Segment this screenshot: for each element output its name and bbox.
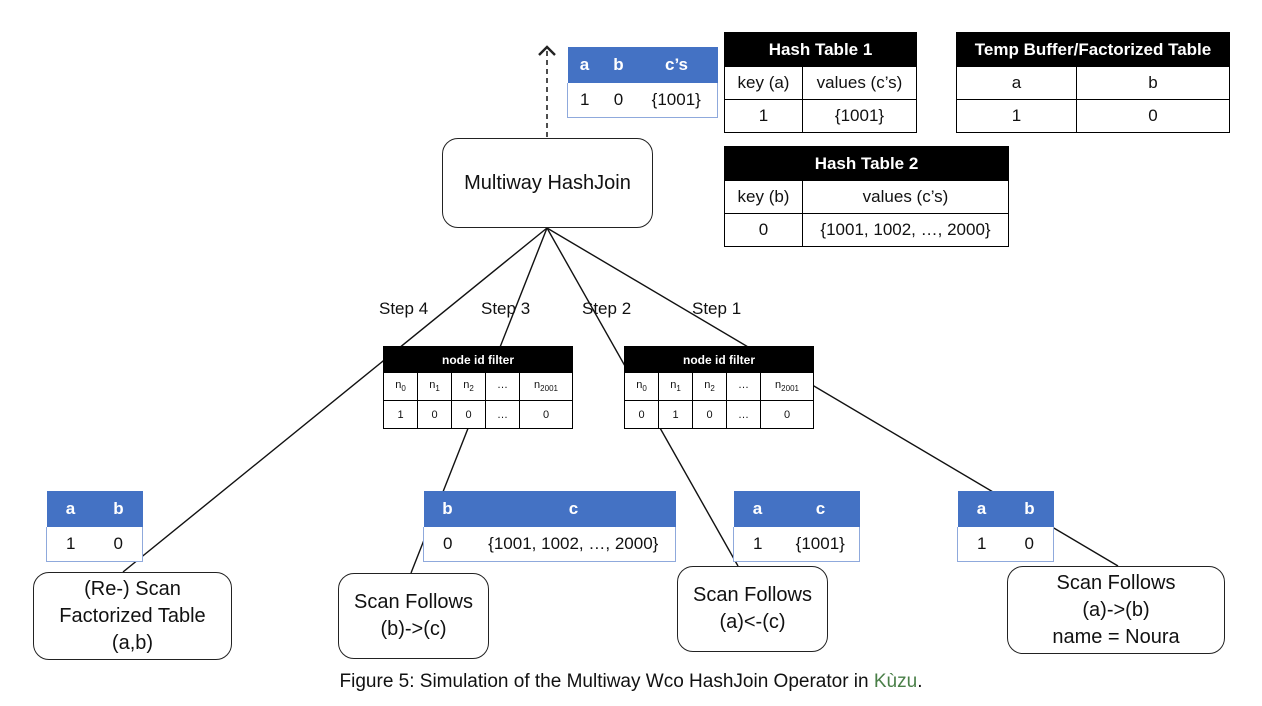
scan-line: name = Noura <box>1052 625 1180 648</box>
filter-left-value: 0 <box>518 400 574 429</box>
temp-buffer-cell-a: 1 <box>956 99 1077 133</box>
tuple-header: b <box>423 491 472 527</box>
hash-table-1-key-header: key (a) <box>724 66 803 100</box>
filter-right-header-n2: n2 <box>692 372 727 401</box>
scan-line: (a)->(b) <box>1082 598 1150 621</box>
hash-table-2-title: Hash Table 2 <box>724 146 1009 181</box>
tuple-cell: 0 <box>1005 527 1054 562</box>
filter-right-value: 0 <box>624 400 659 429</box>
scan-line: (Re-) Scan <box>84 577 181 600</box>
filter-right-value: … <box>726 400 761 429</box>
scan-line: (b)->(c) <box>380 618 447 640</box>
scan-follows-a-c-operator: Scan Follows (a)<-(c) <box>677 566 828 652</box>
hash-table-2-values-header: values (c’s) <box>802 180 1009 214</box>
filter-left-value: … <box>485 400 520 429</box>
hash-table-2-key-header: key (b) <box>724 180 803 214</box>
step-2-label: Step 2 <box>582 299 632 318</box>
step-4-label: Step 4 <box>379 299 429 318</box>
tuple-header: a <box>46 491 95 527</box>
temp-buffer-title: Temp Buffer/Factorized Table <box>956 32 1230 67</box>
scan-follows-a-b-operator: Scan Follows (a)->(b) name = Noura <box>1007 566 1225 654</box>
filter-right-value: 0 <box>692 400 727 429</box>
scan-factorized-table-operator: (Re-) Scan Factorized Table (a,b) <box>33 572 232 660</box>
filter-right-value: 1 <box>658 400 693 429</box>
filter-right-header-n2001: n2001 <box>759 372 815 401</box>
step-1-label: Step 1 <box>692 299 742 318</box>
scan-line: (a)<-(c) <box>719 611 786 633</box>
filter-right-header-n1: n1 <box>658 372 693 401</box>
scan-line: (a,b) <box>111 631 154 654</box>
caption-text: Figure 5: Simulation of the Multiway Wco… <box>339 671 874 692</box>
output-header-c: c’s <box>635 47 718 83</box>
scan-line: Scan Follows <box>693 584 812 606</box>
tuple-table-scan-factorized: a b 1 0 <box>46 491 143 562</box>
tuple-header: b <box>1005 491 1054 527</box>
tuple-cell: {1001} <box>781 527 860 562</box>
scan-line: Scan Follows <box>354 591 473 613</box>
tuple-cell: 1 <box>46 527 95 562</box>
tuple-table-scan-a-b: a b 1 0 <box>957 491 1054 562</box>
tuple-cell: 1 <box>733 527 782 562</box>
node-id-filter-left: node id filter n0 n1 n2 … n2001 1 0 0 … … <box>382 346 574 429</box>
filter-left-header-n2: n2 <box>451 372 486 401</box>
tuple-cell: 1 <box>957 527 1006 562</box>
temp-buffer-table: Temp Buffer/Factorized Table a b 1 0 <box>956 32 1230 133</box>
output-header-b: b <box>601 47 636 83</box>
operator-label: Multiway HashJoin <box>464 171 631 194</box>
hash-table-1-key: 1 <box>724 99 803 133</box>
hash-table-1-values-header: values (c’s) <box>802 66 917 100</box>
multiway-hashjoin-operator: Multiway HashJoin <box>442 138 653 228</box>
tuple-cell: 0 <box>94 527 143 562</box>
figure-caption: Figure 5: Simulation of the Multiway Wco… <box>0 671 1262 693</box>
filter-left-header-ellipsis: … <box>485 372 520 401</box>
filter-right-value: 0 <box>759 400 815 429</box>
node-id-filter-right: node id filter n0 n1 n2 … n2001 0 1 0 … … <box>623 346 815 429</box>
hash-table-1-values: {1001} <box>802 99 917 133</box>
edge-step-4 <box>122 227 548 573</box>
tuple-header: c <box>781 491 860 527</box>
filter-left-value: 0 <box>451 400 486 429</box>
tuple-header: c <box>471 491 676 527</box>
filter-left-value: 1 <box>383 400 418 429</box>
tuple-cell: 0 <box>423 527 472 562</box>
output-header-a: a <box>567 47 602 83</box>
step-3-label: Step 3 <box>481 299 531 318</box>
tuple-table-scan-a-c: a c 1 {1001} <box>733 491 860 562</box>
filter-left-header-n2001: n2001 <box>518 372 574 401</box>
tuple-cell: {1001, 1002, …, 2000} <box>471 527 676 562</box>
filter-left-title: node id filter <box>382 346 574 373</box>
tuple-table-scan-b-c: b c 0 {1001, 1002, …, 2000} <box>423 491 676 562</box>
output-tuple-table: a b c’s 1 0 {1001} <box>567 47 718 118</box>
filter-right-header-ellipsis: … <box>726 372 761 401</box>
temp-buffer-cell-b: 0 <box>1076 99 1230 133</box>
scan-follows-b-c-operator: Scan Follows (b)->(c) <box>338 573 489 659</box>
temp-buffer-header-a: a <box>956 66 1077 100</box>
hash-table-1: Hash Table 1 key (a) values (c’s) 1 {100… <box>724 32 917 133</box>
output-cell-c: {1001} <box>635 83 718 118</box>
caption-suffix: . <box>917 671 923 692</box>
caption-system-name: Kùzu <box>873 671 918 692</box>
output-cell-b: 0 <box>601 83 636 118</box>
filter-left-value: 0 <box>417 400 452 429</box>
scan-line: Factorized Table <box>59 604 206 627</box>
tuple-header: a <box>733 491 782 527</box>
tuple-header: a <box>957 491 1006 527</box>
hash-table-2-values: {1001, 1002, …, 2000} <box>802 213 1009 247</box>
output-cell-a: 1 <box>567 83 602 118</box>
tuple-header: b <box>94 491 143 527</box>
hash-table-2: Hash Table 2 key (b) values (c’s) 0 {100… <box>724 146 1009 247</box>
filter-left-header-n0: n0 <box>383 372 418 401</box>
hash-table-2-key: 0 <box>724 213 803 247</box>
temp-buffer-header-b: b <box>1076 66 1230 100</box>
scan-line: Scan Follows <box>1056 571 1176 594</box>
hash-table-1-title: Hash Table 1 <box>724 32 917 67</box>
filter-right-header-n0: n0 <box>624 372 659 401</box>
filter-left-header-n1: n1 <box>417 372 452 401</box>
filter-right-title: node id filter <box>623 346 815 373</box>
